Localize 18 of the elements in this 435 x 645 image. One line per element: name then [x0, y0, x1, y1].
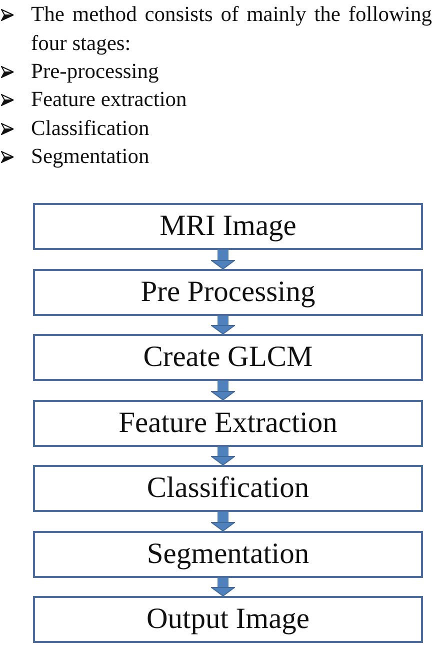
- arrow: [211, 512, 235, 532]
- arrow: [211, 316, 235, 334]
- process-box: Output Image: [33, 596, 423, 643]
- process-box: Feature Extraction: [33, 400, 423, 447]
- list-item-text: Pre-processing: [31, 58, 160, 85]
- process-box: MRI Image: [33, 203, 423, 250]
- arrow: [211, 447, 235, 466]
- arrow: [211, 578, 235, 596]
- intro-text: The method consists of mainly the following four stages:: [31, 1, 432, 57]
- arrow: [211, 381, 235, 400]
- list-item-text: Feature extraction: [31, 86, 188, 113]
- process-box: Classification: [33, 465, 423, 512]
- arrow: [211, 250, 235, 270]
- list-item-text: Classification: [31, 115, 150, 142]
- process-box: Segmentation: [33, 531, 423, 578]
- process-box: Create GLCM: [33, 334, 423, 381]
- process-box: Pre Processing: [33, 269, 423, 316]
- list-item-text: Segmentation: [31, 143, 150, 170]
